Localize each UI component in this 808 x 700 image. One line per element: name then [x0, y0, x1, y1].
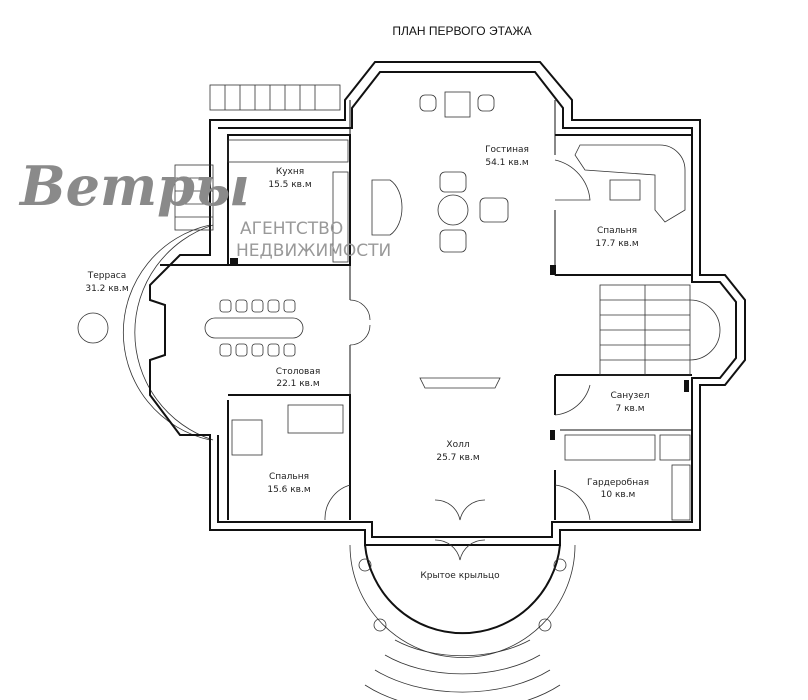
radiators [230, 258, 689, 440]
stairs-right [599, 284, 721, 376]
room-bedroom-right-name: Спальня [597, 226, 637, 236]
inner-walls [160, 100, 692, 520]
room-bathroom-name: Санузел [610, 391, 649, 401]
room-bathroom-area: 7 кв.м [616, 404, 645, 414]
svg-text:НЕДВИЖИМОСТИ: НЕДВИЖИМОСТИ [236, 241, 391, 261]
room-terrace-area: 31.2 кв.м [85, 284, 128, 294]
room-dining-name: Столовая [276, 367, 321, 377]
room-dining-area: 22.1 кв.м [276, 379, 319, 389]
room-terrace-name: Терраса [87, 271, 126, 281]
svg-text:Ветры: Ветры [18, 154, 250, 218]
doors [324, 159, 591, 561]
room-living-area: 54.1 кв.м [485, 158, 528, 168]
room-bedroom-left-area: 15.6 кв.м [267, 485, 310, 495]
room-living-name: Гостиная [485, 145, 529, 155]
room-kitchen-area: 15.5 кв.м [268, 180, 311, 190]
plan-title: ПЛАН ПЕРВОГО ЭТАЖА [392, 24, 531, 38]
stairs-top [209, 84, 341, 111]
room-kitchen-name: Кухня [276, 167, 304, 177]
porch [349, 544, 576, 700]
furniture [77, 91, 691, 521]
room-wardrobe-area: 10 кв.м [601, 490, 636, 500]
room-bedroom-left-name: Спальня [269, 472, 309, 482]
room-hall-area: 25.7 кв.м [436, 453, 479, 463]
watermark-logo: Ветры АГЕНТСТВО НЕДВИЖИМОСТИ [18, 154, 391, 261]
stairs-left [174, 164, 214, 231]
room-bedroom-right-area: 17.7 кв.м [595, 239, 638, 249]
room-hall-name: Холл [446, 440, 469, 450]
room-porch-name: Крытое крыльцо [420, 571, 500, 581]
room-wardrobe-name: Гардеробная [587, 478, 649, 488]
room-labels: Кухня 15.5 кв.м Гостиная 54.1 кв.м Спаль… [85, 145, 649, 581]
terrace-outline [123, 224, 211, 441]
svg-text:АГЕНТСТВО: АГЕНТСТВО [240, 219, 343, 239]
